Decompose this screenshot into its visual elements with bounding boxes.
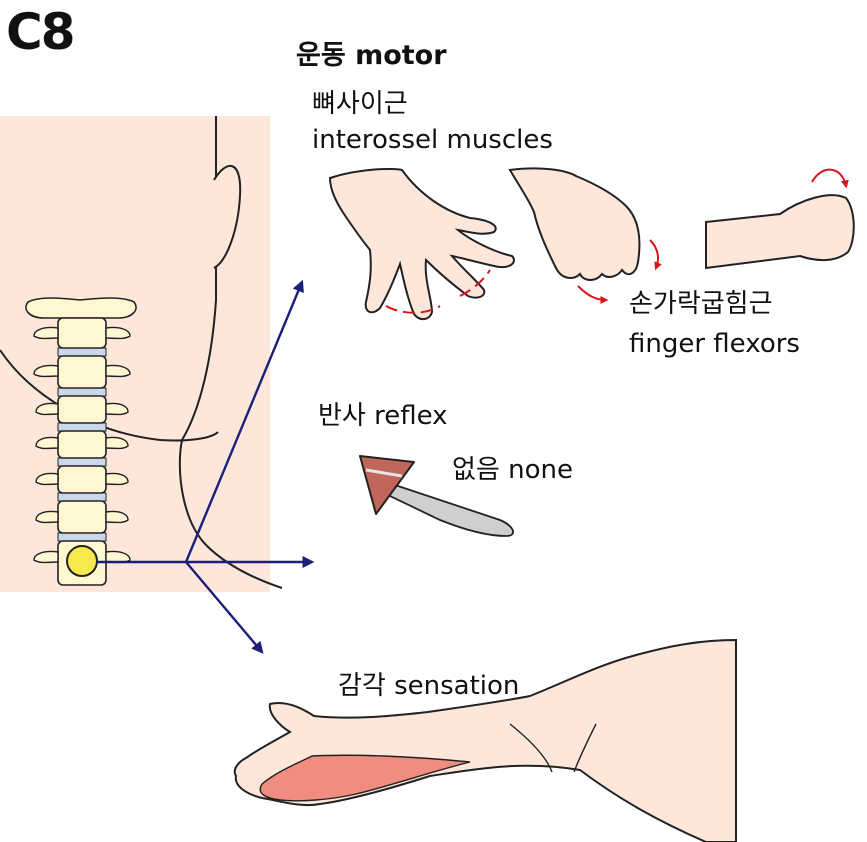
page-title: C8 bbox=[6, 3, 75, 61]
arm-icon bbox=[233, 638, 737, 842]
fist-icon bbox=[705, 168, 855, 270]
sensation-heading: 감각 sensation bbox=[338, 671, 520, 701]
spine-icon bbox=[25, 297, 137, 586]
hand-icon bbox=[328, 167, 515, 320]
reflex-value: 없음 none bbox=[452, 455, 573, 485]
flexing-hand-icon bbox=[508, 167, 662, 304]
finger-flexors-label-ko: 손가락굽힘근 bbox=[629, 289, 773, 319]
interosseous-label-en: interossel muscles bbox=[312, 125, 553, 155]
c8-nerve-root bbox=[66, 545, 98, 577]
reflex-heading: 반사 reflex bbox=[318, 401, 448, 431]
pathway-arrows bbox=[97, 279, 315, 654]
reflex-hammer-icon bbox=[359, 455, 514, 537]
motor-heading: 운동 motor bbox=[296, 40, 447, 71]
finger-flexors-label-en: finger flexors bbox=[629, 329, 800, 359]
interosseous-label-ko: 뼈사이근 bbox=[312, 89, 408, 119]
